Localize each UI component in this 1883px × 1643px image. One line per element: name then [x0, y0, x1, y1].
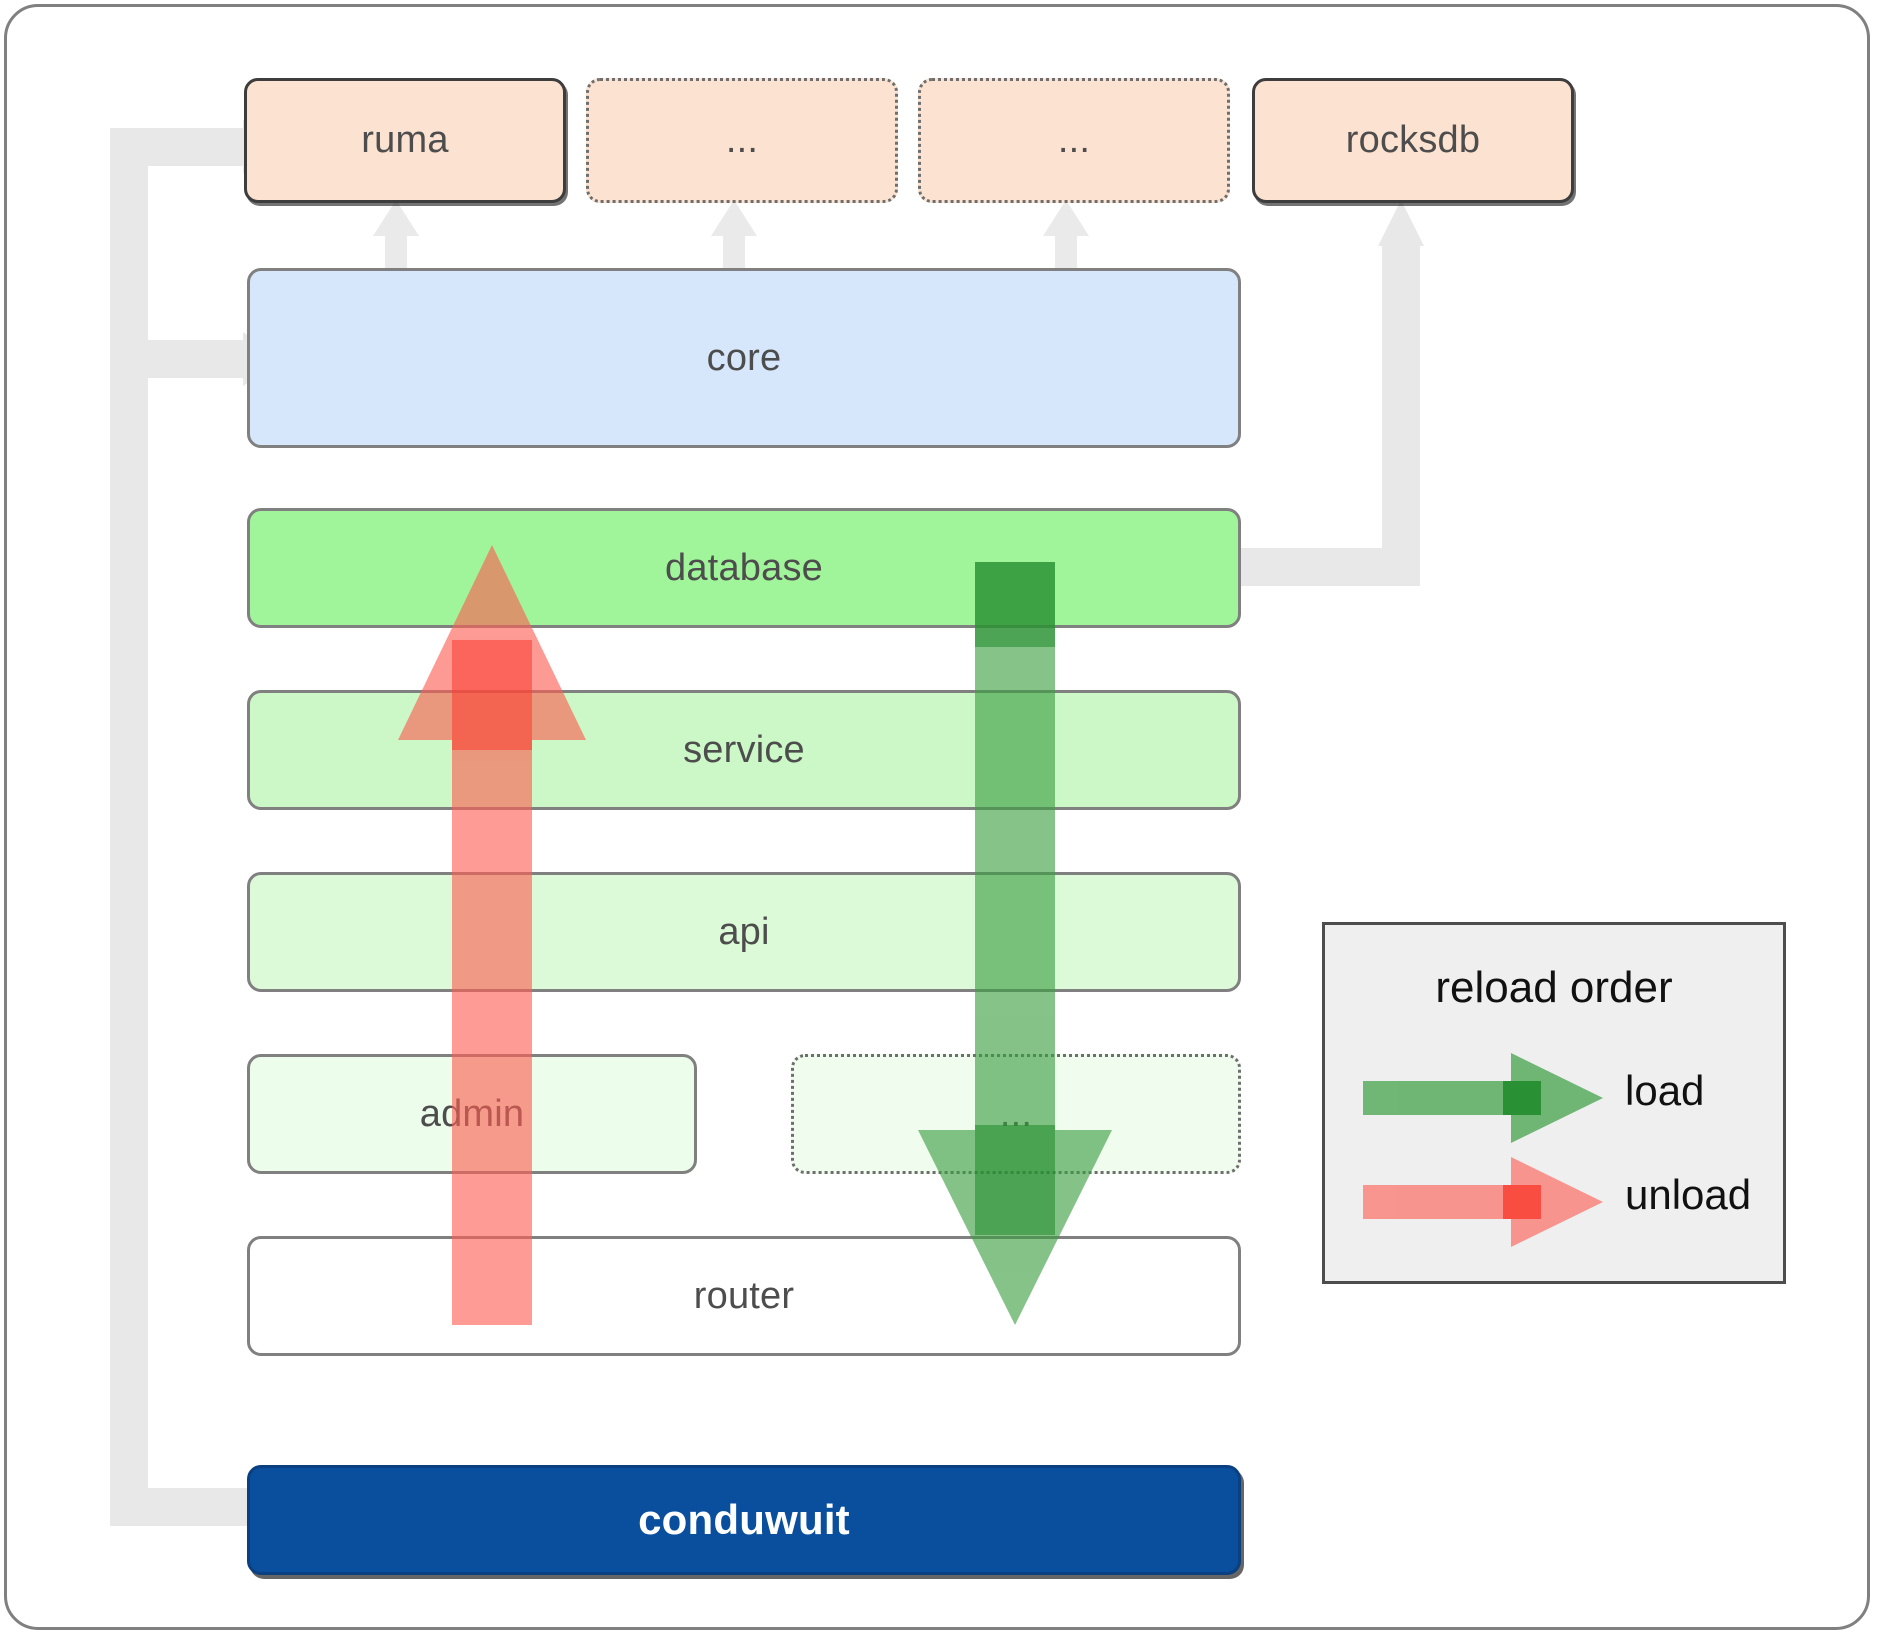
layer-label-admin: admin — [419, 1092, 525, 1135]
layer-label-database: database — [665, 546, 823, 589]
legend-item-load: load — [1325, 1053, 1783, 1143]
layer-node-service[interactable]: service — [247, 690, 1241, 810]
dependency-label-placeholder-2: ... — [1057, 119, 1091, 161]
legend-label-unload: unload — [1625, 1171, 1752, 1218]
legend-unload-arrow-icon — [1363, 1157, 1603, 1247]
legend-label-load: load — [1625, 1067, 1705, 1114]
layer-node-database[interactable]: database — [247, 508, 1241, 628]
layer-label-router: router — [693, 1274, 795, 1317]
diagram-outer-frame — [4, 4, 1870, 1630]
layer-node-api[interactable]: api — [247, 872, 1241, 992]
layer-label-core: core — [706, 336, 782, 379]
legend-item-unload: unload — [1325, 1157, 1783, 1247]
layer-label-service: service — [683, 728, 805, 771]
layer-node-placeholder[interactable]: ... — [791, 1054, 1241, 1174]
layer-node-admin[interactable]: admin — [247, 1054, 697, 1174]
binary-label-conduwuit: conduwuit — [638, 1496, 850, 1543]
layer-label-api: api — [718, 910, 770, 953]
dependency-node-ruma[interactable]: ruma — [244, 78, 566, 203]
dependency-node-placeholder-2[interactable]: ... — [918, 78, 1230, 203]
binary-node-conduwuit[interactable]: conduwuit — [247, 1465, 1241, 1575]
layer-node-core[interactable]: core — [247, 268, 1241, 448]
dependency-node-placeholder-1[interactable]: ... — [586, 78, 898, 203]
dependency-label-rocksdb: rocksdb — [1345, 119, 1481, 161]
dependency-label-placeholder-1: ... — [725, 119, 759, 161]
legend-panel: reload order load unload — [1322, 922, 1786, 1284]
layer-label-placeholder: ... — [999, 1092, 1033, 1135]
dependency-node-rocksdb[interactable]: rocksdb — [1252, 78, 1574, 203]
layer-node-router[interactable]: router — [247, 1236, 1241, 1356]
legend-load-arrow-icon — [1363, 1053, 1603, 1143]
dependency-label-ruma: ruma — [361, 119, 449, 161]
legend-title: reload order — [1435, 963, 1673, 1012]
